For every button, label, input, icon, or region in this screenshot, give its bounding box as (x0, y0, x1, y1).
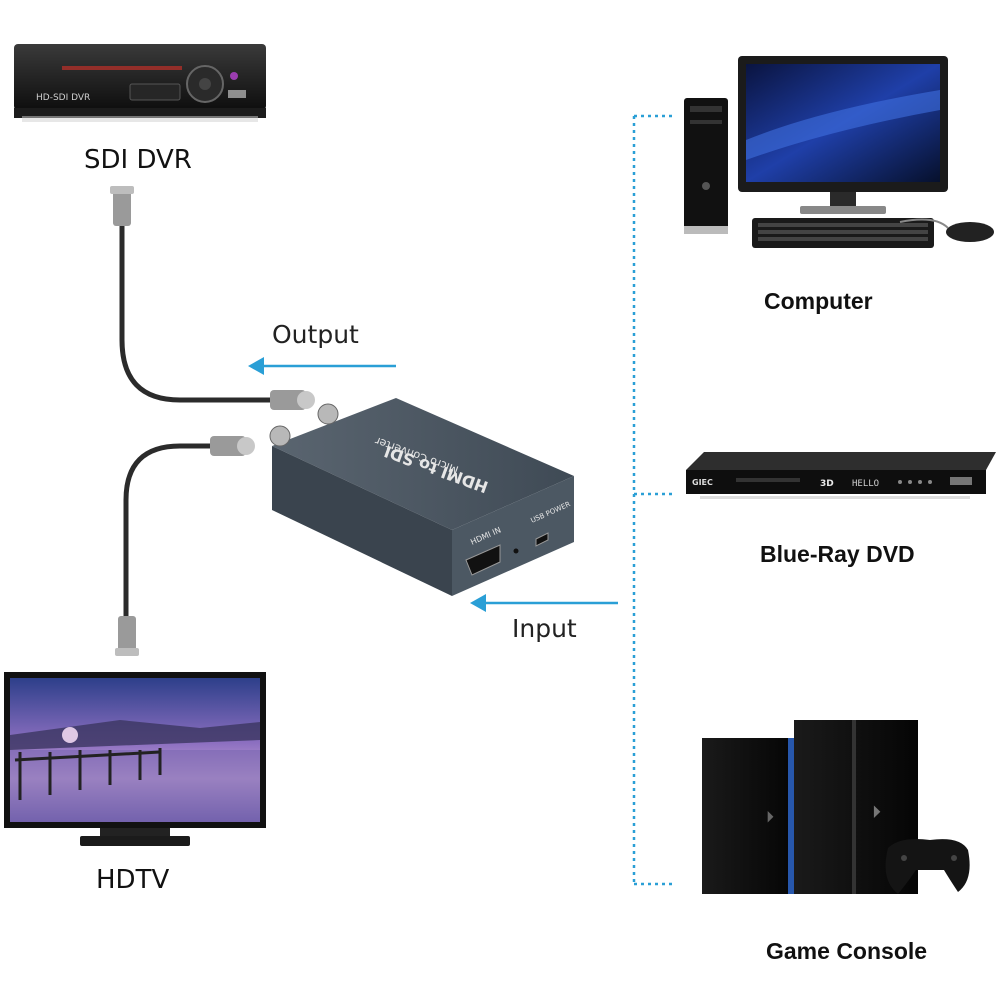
bluray-device: GIEC 3D HELLO (686, 452, 996, 499)
sdi-dvr-label: SDI DVR (84, 145, 192, 175)
hdtv-label: HDTV (96, 865, 170, 895)
dvr-front-text: HD-SDI DVR (36, 93, 90, 103)
source-bus (632, 114, 672, 886)
sdi-output-cable (110, 186, 315, 410)
console-logo-small: ⏵ (766, 807, 774, 826)
hdmi-to-sdi-converter: HDMI to SDI Micro Converter HDMI IN USB … (269, 398, 574, 596)
console-logo-large: ⏵ (872, 802, 881, 823)
computer-device (684, 56, 994, 248)
sdi-to-tv-cable (115, 436, 255, 656)
output-arrow (248, 357, 396, 375)
input-label: Input (512, 614, 577, 643)
bluray-brand: GIEC (692, 478, 713, 487)
hdtv-device (4, 672, 266, 846)
output-label: Output (272, 320, 359, 349)
bluray-display: HELLO (852, 479, 879, 489)
game-console-label: Game Console (766, 938, 928, 964)
sdi-dvr-device: HD-SDI DVR (14, 44, 266, 122)
game-console-device: ⏵ ⏵ (702, 720, 970, 894)
bluray-label: Blue-Ray DVD (760, 541, 915, 567)
input-arrow (470, 594, 618, 612)
computer-label: Computer (764, 288, 873, 314)
bluray-3d-badge: 3D (820, 479, 834, 489)
